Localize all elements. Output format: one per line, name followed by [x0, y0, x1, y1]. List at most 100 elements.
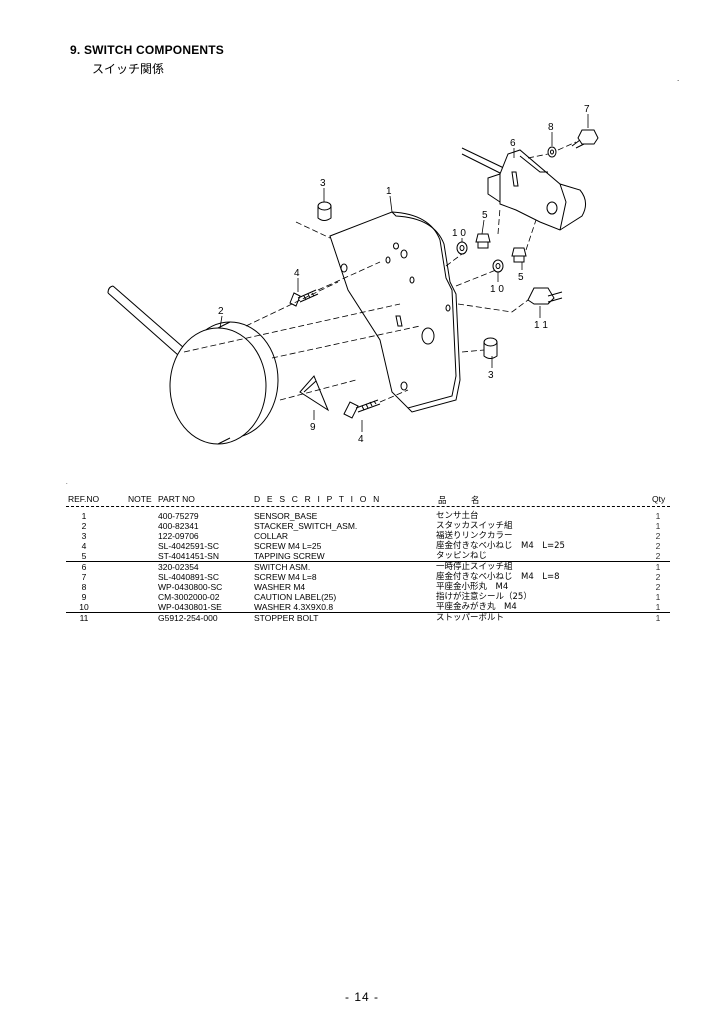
cell-part-no: 400-82341	[158, 521, 199, 531]
switch-washer	[547, 146, 557, 158]
corner-mark: .	[677, 74, 680, 83]
cell-qty: 1	[655, 613, 661, 623]
cell-description: STACKER_SWITCH_ASM.	[254, 521, 358, 531]
switch-assembly-shaft	[461, 147, 509, 177]
header-note: NOTE	[128, 494, 152, 504]
header-japanese-name: 品 名	[438, 496, 488, 506]
cell-qty: 1	[655, 521, 661, 531]
cell-ref: 11	[79, 613, 89, 623]
cell-japanese-name: センサ土台	[436, 511, 479, 521]
callout-10-upper: 1 0	[452, 228, 466, 239]
callout-8: 8	[548, 122, 554, 133]
cell-ref: 9	[81, 592, 87, 602]
tapping-screw-upper	[475, 233, 491, 249]
cell-ref: 10	[79, 602, 89, 612]
cell-part-no: WP-0430800-SC	[158, 582, 223, 592]
cell-ref: 8	[81, 582, 87, 592]
tiny-mark: .	[66, 480, 68, 486]
callout-5-upper: 5	[482, 210, 488, 221]
exploded-parts-diagram: 1 2 3 3 4 4 5 5 6 7 8 9 1 0 1 0 1 1	[107, 104, 599, 445]
cell-description: SWITCH ASM.	[254, 562, 311, 572]
cell-part-no: SL-4042591-SC	[158, 541, 219, 551]
header-qty: Qty	[652, 494, 666, 504]
cell-part-no: 122-09706	[158, 531, 199, 541]
cell-qty: 1	[655, 602, 661, 612]
cell-japanese-name: ストッパーボルト	[436, 613, 505, 623]
stacker-switch-rod-outline	[107, 285, 185, 356]
cell-ref: 3	[81, 531, 87, 541]
table-row: 5 ST-4041451-SN TAPPING SCREW タッピンねじ 2	[66, 551, 670, 561]
header-description: D E S C R I P T I O N	[254, 494, 382, 504]
table-row: 11 G5912-254-000 STOPPER BOLT ストッパーボルト 1	[66, 613, 670, 623]
table-row: 4 SL-4042591-SC SCREW M4 L=25 座金付きなべ小ねじ …	[66, 541, 670, 551]
callout-3-right: 3	[488, 370, 494, 381]
caution-label	[299, 375, 330, 412]
cell-ref: 6	[81, 562, 87, 572]
page-number: - 14 -	[344, 990, 379, 1004]
page-subtitle: スイッチ関係	[92, 62, 165, 76]
callout-5-lower: 5	[518, 272, 524, 283]
callout-4-lower: 4	[358, 434, 364, 445]
cell-part-no: 320-02354	[158, 562, 199, 572]
cell-ref: 4	[81, 541, 87, 551]
cell-description: WASHER M4	[254, 582, 306, 592]
cell-description: SCREW M4 L=8	[254, 572, 317, 582]
cell-qty: 2	[655, 541, 661, 551]
stacker-switch-disc	[169, 327, 267, 445]
header-part-no: PART NO	[158, 494, 195, 504]
cell-ref: 1	[81, 511, 87, 521]
stopper-bolt	[527, 287, 563, 305]
cell-qty: 2	[655, 531, 661, 541]
cell-description: CAUTION LABEL(25)	[254, 592, 337, 602]
callout-4-upper: 4	[294, 268, 300, 279]
callout-2: 2	[218, 306, 224, 317]
group-divider	[66, 612, 670, 613]
collar-right	[483, 342, 498, 359]
table-row: 1 400-75279 SENSOR_BASE センサ土台 1	[66, 511, 670, 521]
cell-qty: 2	[655, 572, 661, 582]
cell-japanese-name: 指けが注意シール（25）	[436, 592, 532, 602]
cell-japanese-name: 座金付きなべ小ねじ M4 L=8	[436, 572, 560, 582]
cell-description: WASHER 4.3X9X0.8	[254, 602, 334, 612]
callout-7: 7	[584, 104, 590, 115]
callout-1: 1	[386, 186, 392, 197]
table-header: REF.NO NOTE PART NO D E S C R I P T I O …	[66, 492, 670, 506]
cell-part-no: 400-75279	[158, 511, 199, 521]
washer-upper	[456, 241, 468, 255]
cell-part-no: WP-0430801-SE	[158, 602, 222, 612]
callout-10-lower: 1 0	[490, 284, 504, 295]
cell-part-no: CM-3002000-02	[158, 592, 220, 602]
cell-ref: 2	[81, 521, 87, 531]
stacker-switch-rod	[108, 288, 184, 354]
cell-japanese-name: 座金付きなべ小ねじ M4 L=25	[436, 541, 565, 551]
cell-qty: 2	[655, 551, 661, 561]
cell-part-no: SL-4040891-SC	[158, 572, 219, 582]
screw-upper	[289, 289, 319, 307]
cell-japanese-name: スタッカスイッチ組	[436, 521, 513, 531]
callout-3-top: 3	[320, 178, 326, 189]
cell-ref: 5	[81, 551, 87, 561]
cell-qty: 1	[655, 592, 661, 602]
cell-japanese-name: 平座金みがき丸 M4	[436, 602, 517, 612]
group-divider	[66, 561, 670, 562]
cell-description: COLLAR	[254, 531, 289, 541]
callout-11: 1 1	[534, 320, 548, 331]
header-divider	[66, 506, 670, 507]
collar-top	[317, 206, 332, 221]
table-row: 8 WP-0430800-SC WASHER M4 平座金小形丸 M4 2	[66, 582, 670, 592]
switch-assembly	[499, 149, 586, 231]
table-row: 3 122-09706 COLLAR 福送りリンクカラー 2	[66, 531, 670, 541]
table-row: 9 CM-3002000-02 CAUTION LABEL(25) 指けが注意シ…	[66, 592, 670, 602]
callout-6: 6	[510, 138, 516, 149]
cell-japanese-name: 一時停止スイッチ組	[436, 562, 513, 572]
cell-japanese-name: 福送りリンクカラー	[436, 531, 513, 541]
tapping-screw-lower	[511, 247, 527, 263]
header-ref-no: REF.NO	[68, 494, 100, 504]
cell-description: SENSOR_BASE	[254, 511, 318, 521]
table-row: 2 400-82341 STACKER_SWITCH_ASM. スタッカスイッチ…	[66, 521, 670, 531]
table-row: 6 320-02354 SWITCH ASM. 一時停止スイッチ組 1	[66, 562, 670, 572]
callout-9: 9	[310, 422, 316, 433]
cell-japanese-name: 平座金小形丸 M4	[436, 582, 509, 592]
switch-screw	[571, 129, 599, 149]
parts-table: REF.NO NOTE PART NO D E S C R I P T I O …	[66, 492, 670, 623]
